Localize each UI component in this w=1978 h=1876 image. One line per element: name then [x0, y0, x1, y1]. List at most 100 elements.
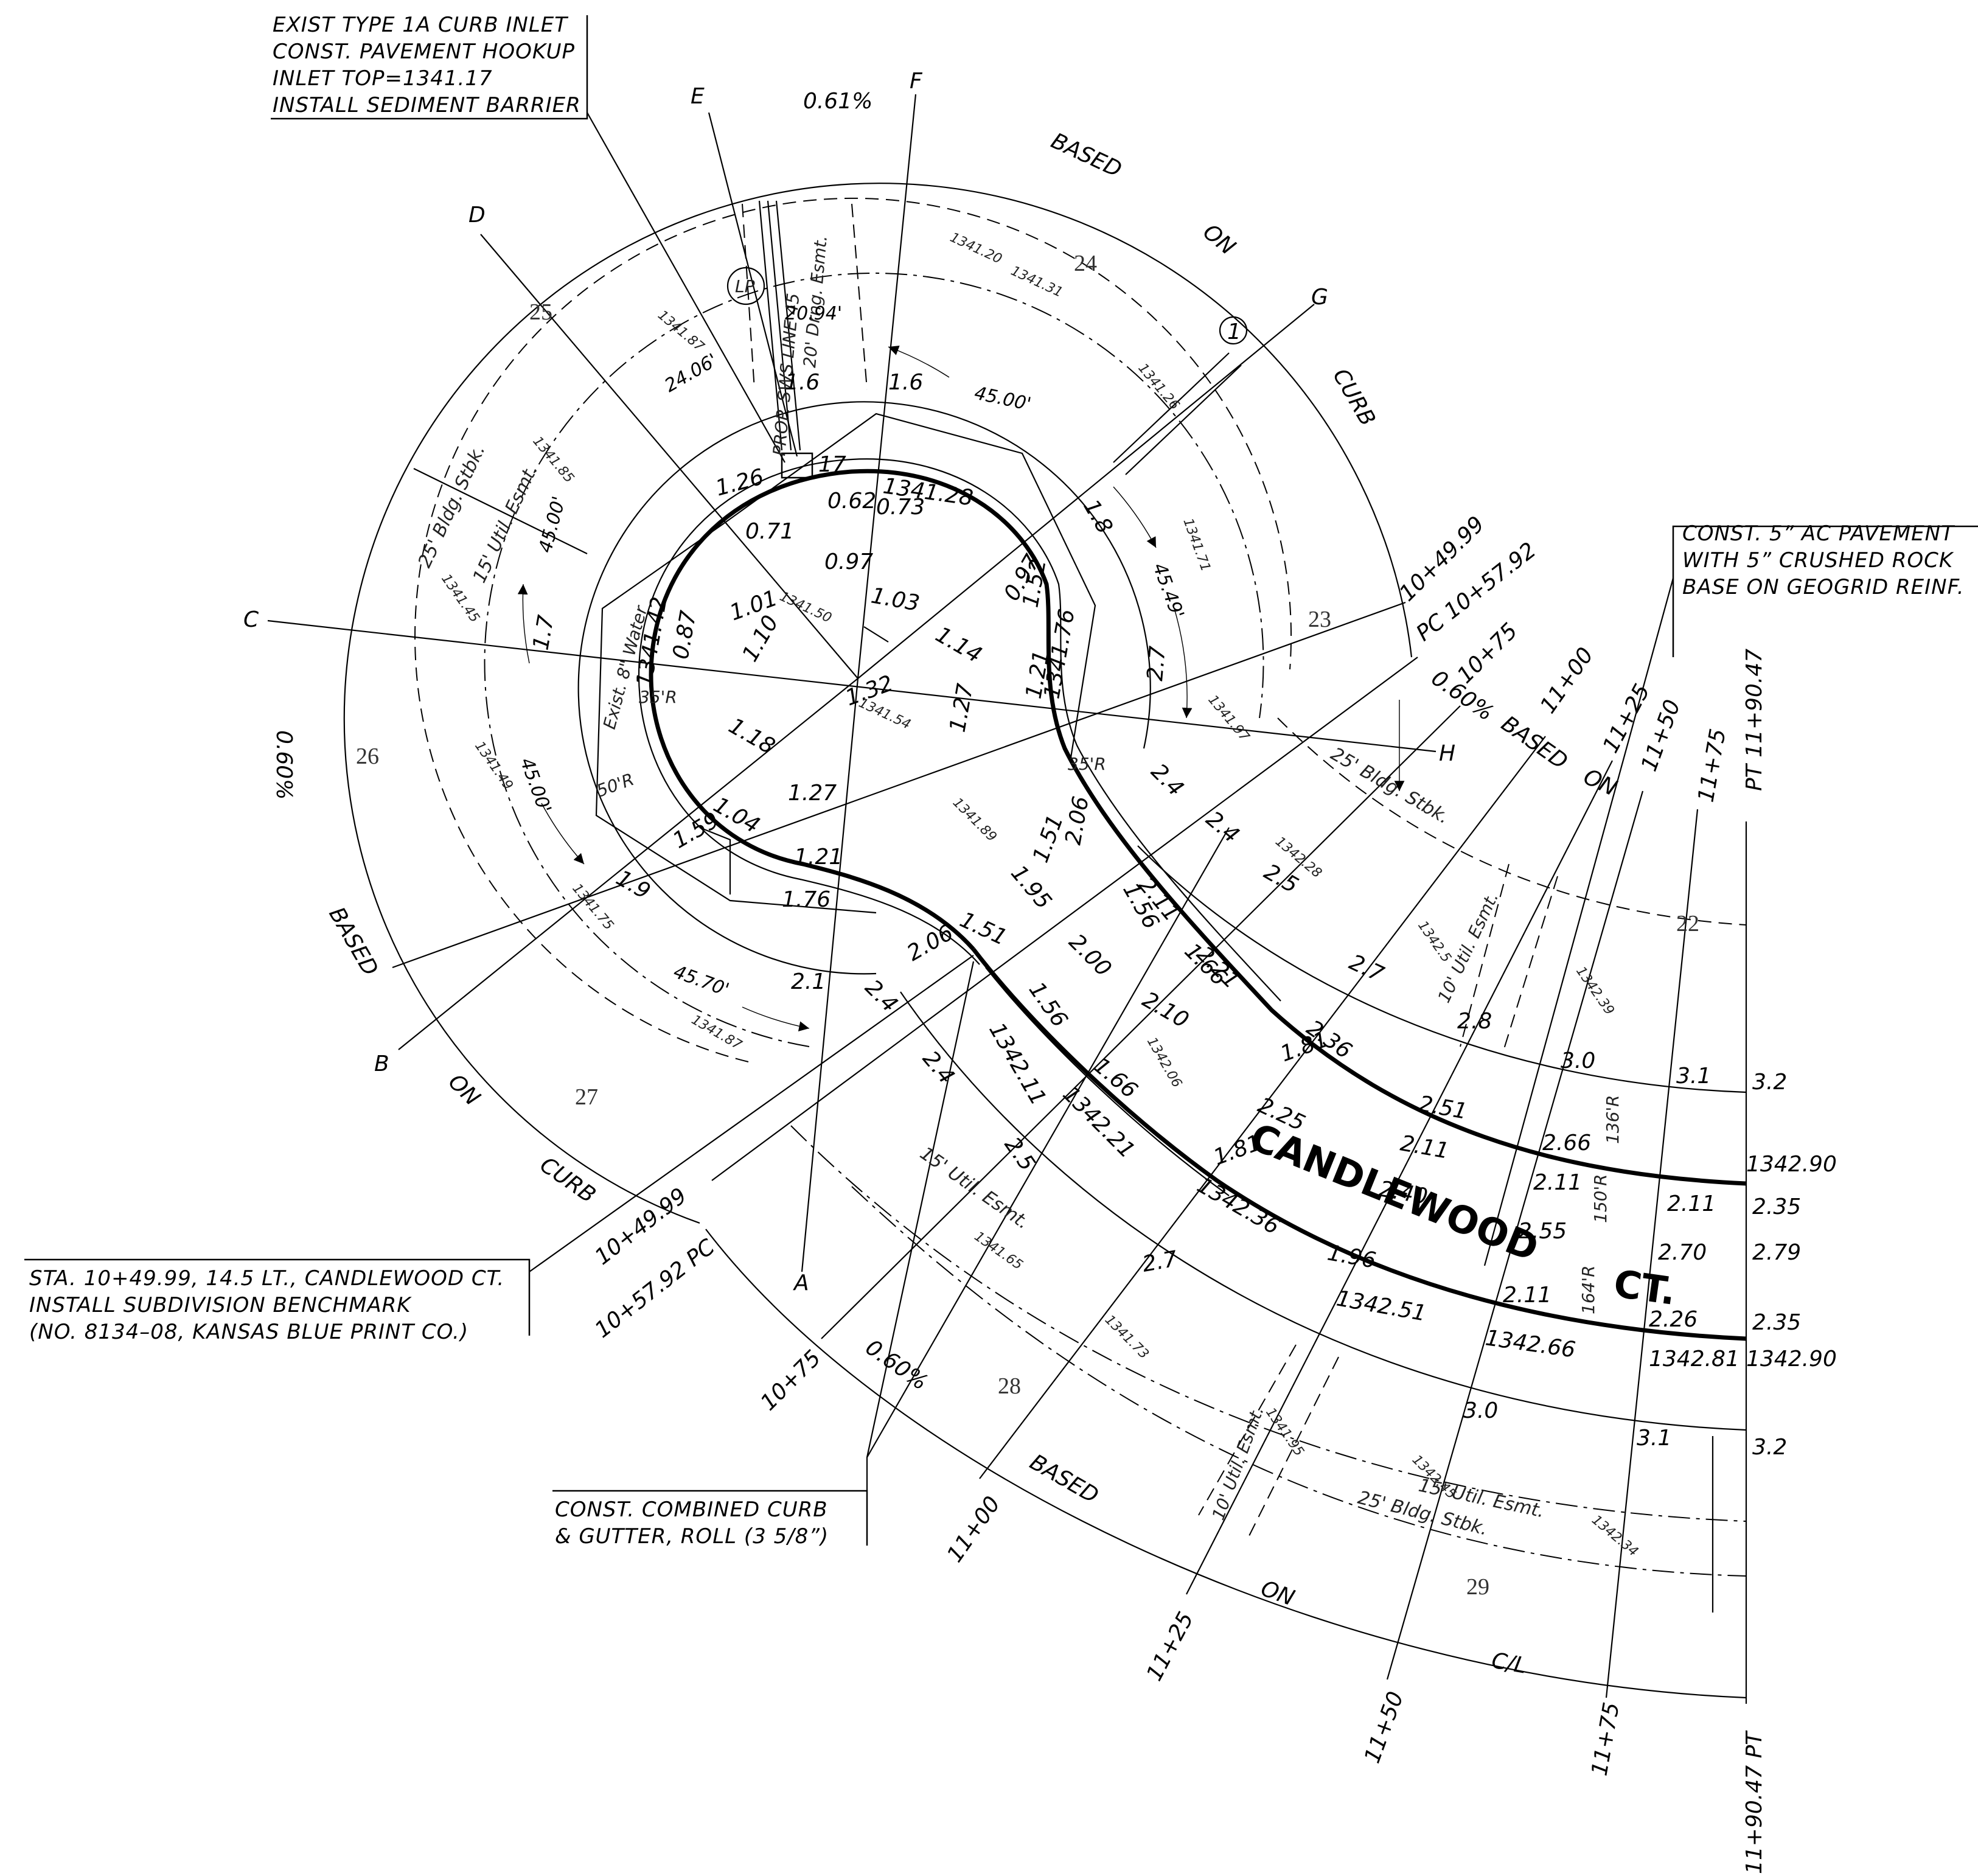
grade-south: 0.60%	[861, 1335, 932, 1395]
ring-value-9: 1.7	[528, 613, 559, 652]
street-suffix: CT.	[1611, 1261, 1679, 1314]
elev-3: 1341.87	[655, 307, 707, 355]
edge-value-6: 1342.90	[1746, 1347, 1837, 1372]
cds-value-21: 1.76	[782, 887, 831, 912]
benchmark-note-line-1: STA. 10+49.99, 14.5 LT., CANDLEWOOD CT.	[29, 1266, 504, 1291]
street-value-19: 3.1	[1637, 1426, 1671, 1451]
section-letter-labels: A B C D E F G H	[243, 69, 1455, 1295]
dimension-arrows	[517, 345, 1405, 1031]
street-value-9: 3.1	[1676, 1064, 1711, 1089]
curb-inlet	[781, 452, 813, 479]
ring-value-8: 2.7	[1345, 950, 1387, 987]
station-1125-bottom: 11+25	[1142, 1608, 1199, 1685]
lp-marker-circle	[726, 267, 765, 305]
ring-value-19: 45.49'	[1148, 560, 1188, 621]
street-value-18: 3.0	[1463, 1398, 1498, 1423]
pavement-note-line-1: CONST. 5” AC PAVEMENT	[1682, 521, 1955, 546]
section-letter-b: B	[374, 1051, 389, 1076]
street-radius-1: 136'R	[1603, 1095, 1623, 1144]
lot-27: 27	[575, 1084, 598, 1110]
cds-value-41: 2.10	[1138, 987, 1193, 1033]
benchmark-note-line-2: INSTALL SUBDIVISION BENCHMARK	[29, 1293, 412, 1317]
cds-value-7: 0.97	[824, 549, 873, 574]
cds-value-24: 0.87	[668, 608, 701, 661]
street-value-11: 2.8	[1457, 1009, 1492, 1034]
station-pt-bottom: 11+90.47 PT	[1742, 1730, 1767, 1874]
west-bldg-line	[863, 626, 889, 643]
section-line-f	[857, 94, 917, 679]
section-line-g	[857, 304, 1315, 679]
benchmark-note-line-3: (NO. 8134–08, KANSAS BLUE PRINT CO.)	[29, 1320, 468, 1344]
util-esmt-10-north-2	[1502, 876, 1558, 1053]
grade-west: 0.60%	[271, 730, 296, 800]
section-letter-c: C	[243, 607, 259, 632]
dim-arrow-s	[742, 1006, 810, 1031]
north-setback-arc	[1277, 717, 1747, 926]
station-pt-top: PT 11+90.47	[1742, 649, 1767, 791]
street-value-14: 2.11	[1398, 1131, 1450, 1163]
cds-value-28: 1.95	[1006, 860, 1056, 914]
cds-radius-1: 35'R	[639, 687, 677, 707]
street-value-4: 2.11	[1667, 1191, 1716, 1216]
street-radius-2: 150'R	[1590, 1174, 1611, 1223]
based-west: BASED	[324, 903, 383, 980]
ring-value-5: 2.4	[1146, 759, 1188, 801]
cl-south: C/L	[1489, 1648, 1528, 1678]
curb-outer	[649, 469, 1747, 1186]
elev-14: 1341.89	[950, 795, 1000, 845]
dim-arrow-e	[1174, 608, 1193, 719]
cds-value-9: 1.03	[869, 583, 921, 616]
inlet-note: EXIST TYPE 1A CURB INLET CONST. PAVEMENT…	[271, 13, 588, 120]
street-value-16: 1342.51	[1334, 1286, 1428, 1326]
elev-1: 1341.20	[947, 230, 1004, 267]
based-east: BASED	[1497, 711, 1572, 775]
pavement-note-frame	[1672, 525, 1978, 657]
station-1100	[979, 736, 1546, 1479]
based-top: BASED	[1047, 128, 1125, 183]
station-1175-bottom: 11+75	[1587, 1701, 1625, 1778]
curb-note: CONST. COMBINED CURB & GUTTER, ROLL (3 5…	[552, 1490, 868, 1549]
ring-value-16: 45.00'	[972, 383, 1033, 416]
edge-value-5: 2.35	[1752, 1310, 1801, 1335]
bldg-stbk-west: 25' Bldg. Stbk.	[414, 441, 490, 571]
ring-value-22: 20.94'	[785, 303, 842, 324]
elev-4: 1341.26	[1135, 361, 1182, 413]
cds-value-29: 2.00	[1064, 929, 1116, 982]
section-line-e	[708, 112, 798, 457]
street-value-17: 1342.66	[1484, 1325, 1577, 1362]
drainage-esmt-west	[742, 203, 755, 390]
benchmark-leader	[529, 955, 974, 1272]
drainage-line-3	[775, 200, 801, 451]
elev-15: 1341.65	[972, 1229, 1026, 1273]
ring-value-17: 24.06'	[661, 350, 722, 397]
curb-west: CURB	[535, 1152, 600, 1208]
ring-value-3: 1.8	[1078, 495, 1117, 538]
util-esmt-10-south	[1198, 1344, 1297, 1516]
building-setback-arc	[414, 197, 1292, 1062]
cds-value-17: 1.27	[788, 781, 837, 806]
edge-value-7: 3.2	[1752, 1435, 1787, 1460]
ring-value-2: 1.6	[888, 370, 923, 395]
cds-value-32: 1.56	[1024, 978, 1073, 1032]
dim-arrow-ne	[1113, 486, 1157, 548]
grade-top: 0.61%	[803, 89, 872, 114]
ring-value-21: 45.70'	[670, 961, 731, 1001]
cds-value-14: 1.27	[945, 682, 978, 734]
grade-labels: 0.61% 0.60% 0.60% 0.60% BASED ON CURB BA…	[271, 89, 1621, 1679]
cds-value-44: 1342.36	[1193, 1173, 1284, 1240]
lot-28: 28	[998, 1373, 1021, 1399]
drainage-esmt-label: 20' Drng. Esmt.	[799, 235, 831, 369]
elev-16: 1341.73	[1102, 1313, 1152, 1362]
street-value-6: 2.55	[1518, 1219, 1567, 1244]
utility-easement-arc	[484, 272, 1264, 1047]
edge-value-2: 1342.90	[1746, 1152, 1837, 1177]
elev-21: 1341.54	[856, 696, 913, 733]
inlet-note-line-4: INSTALL SEDIMENT BARRIER	[273, 93, 581, 117]
inlet-note-line-3: INLET TOP=1341.17	[273, 66, 493, 91]
cul-de-sac-curb	[638, 458, 1747, 1341]
cds-value-42: 1342.11	[984, 1019, 1051, 1109]
edge-value-4: 2.79	[1752, 1240, 1801, 1265]
north-row-arc	[1137, 845, 1747, 1093]
elev-23: 1342.06	[1144, 1035, 1185, 1090]
